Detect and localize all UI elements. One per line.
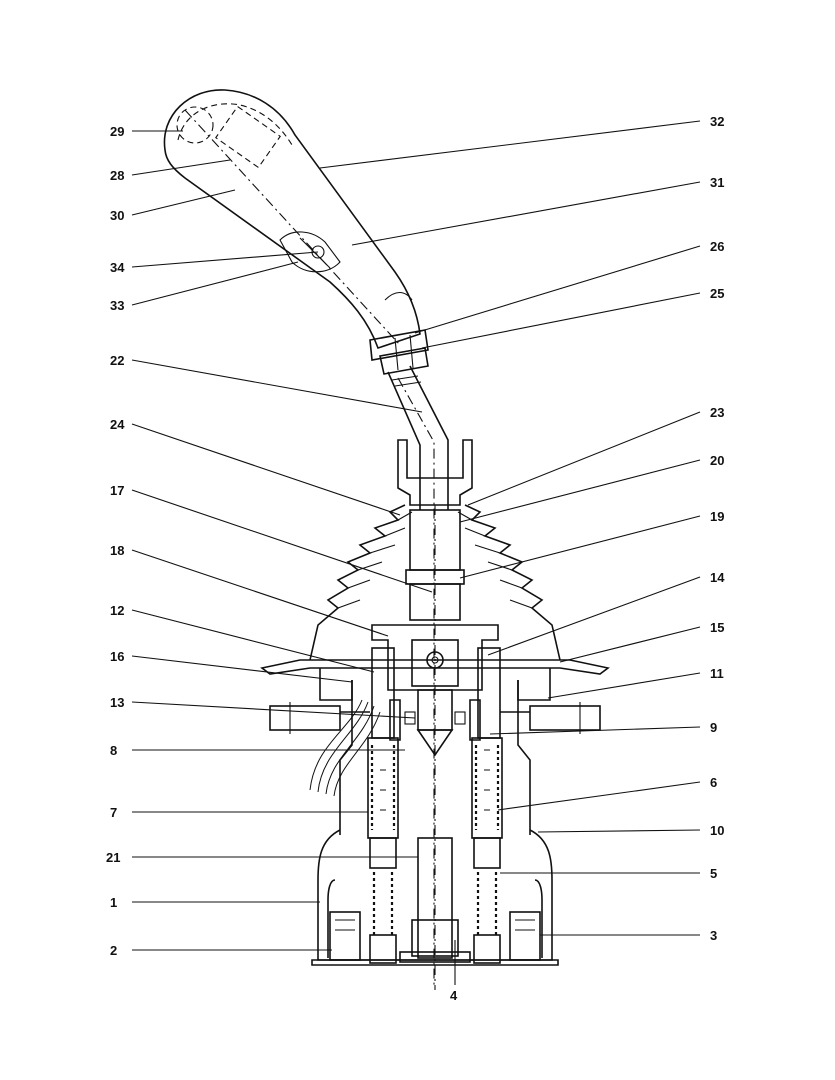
label-1: 1 [110, 895, 117, 910]
lever-shaft [387, 365, 449, 985]
rubber-boot [309, 504, 561, 661]
label-10: 10 [710, 823, 724, 838]
label-13: 13 [110, 695, 124, 710]
label-28: 28 [110, 168, 124, 183]
label-9: 9 [710, 720, 717, 735]
label-20: 20 [710, 453, 724, 468]
housing-upper [339, 680, 531, 835]
label-11: 11 [710, 666, 724, 681]
label-2: 2 [110, 943, 117, 958]
label-15: 15 [710, 620, 724, 635]
label-30: 30 [110, 208, 124, 223]
grip-nut [369, 329, 429, 375]
label-24: 24 [110, 417, 125, 432]
label-18: 18 [110, 543, 124, 558]
boot-collar [397, 439, 473, 506]
label-12: 12 [110, 603, 124, 618]
callout-labels-bottom: 4 [450, 988, 458, 1003]
label-34: 34 [110, 260, 125, 275]
label-25: 25 [710, 286, 724, 301]
label-23: 23 [710, 405, 724, 420]
callout-labels-left: 29 28 30 34 33 22 24 17 18 12 16 13 8 7 … [106, 124, 125, 958]
label-19: 19 [710, 509, 724, 524]
callout-labels-right: 32 31 26 25 23 20 19 14 15 11 9 6 10 5 3 [710, 114, 725, 943]
label-5: 5 [710, 866, 717, 881]
plunger-right [471, 647, 503, 964]
mounting-plate [269, 702, 601, 734]
label-3: 3 [710, 928, 717, 943]
label-7: 7 [110, 805, 117, 820]
label-21: 21 [106, 850, 120, 865]
label-26: 26 [710, 239, 724, 254]
label-32: 32 [710, 114, 724, 129]
label-29: 29 [110, 124, 124, 139]
label-14: 14 [710, 570, 725, 585]
label-6: 6 [710, 775, 717, 790]
label-4: 4 [450, 988, 458, 1003]
label-22: 22 [110, 353, 124, 368]
plunger-left [367, 647, 399, 964]
label-33: 33 [110, 298, 124, 313]
label-16: 16 [110, 649, 124, 664]
label-8: 8 [110, 743, 117, 758]
grip-handle [163, 89, 421, 350]
leader-lines [131, 120, 701, 985]
label-17: 17 [110, 483, 124, 498]
label-31: 31 [710, 175, 724, 190]
